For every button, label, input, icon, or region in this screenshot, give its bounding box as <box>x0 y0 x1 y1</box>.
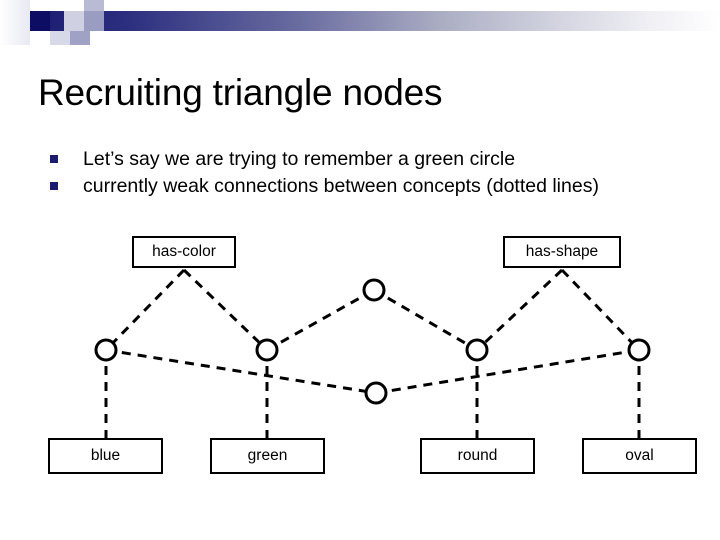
edge-hascolor-blue <box>104 268 186 352</box>
edge-hasshape-oval <box>560 268 641 352</box>
concept-box-round[interactable]: round <box>420 438 535 474</box>
box-label: round <box>457 447 498 464</box>
list-item-text: currently weak connections between conce… <box>83 175 599 197</box>
deco-square-mid <box>50 31 70 45</box>
gradient-bar <box>44 11 720 31</box>
list-item: Let’s say we are trying to remember a gr… <box>44 146 684 172</box>
deco-square-mid-b <box>70 31 90 45</box>
edge-hasshape-round <box>475 268 564 352</box>
box-label: has-shape <box>525 243 599 260</box>
box-label: oval <box>625 447 654 464</box>
bullet-square-icon <box>50 155 58 163</box>
box-label: green <box>247 447 288 464</box>
deco-square-pale-a <box>64 11 84 31</box>
circle-node-n-color-top[interactable] <box>362 278 386 302</box>
bullet-square-icon <box>50 182 58 190</box>
deco-square-navy <box>30 11 50 31</box>
circle-node-n-blue[interactable] <box>94 338 118 362</box>
circle-node-n-round[interactable] <box>465 338 489 362</box>
relation-box-has-shape[interactable]: has-shape <box>503 236 621 268</box>
concept-box-blue[interactable]: blue <box>48 438 163 474</box>
dashed-edges <box>104 268 641 438</box>
edge-center-oval <box>375 348 640 395</box>
concept-box-oval[interactable]: oval <box>582 438 697 474</box>
deco-square-pale-b <box>84 0 104 11</box>
deco-square-fade <box>0 0 30 45</box>
deco-square-pale-c <box>84 11 104 31</box>
edge-blue-center <box>105 348 377 395</box>
circle-node-n-green[interactable] <box>255 338 279 362</box>
edge-hascolor-green <box>182 268 269 352</box>
box-label: blue <box>90 447 121 464</box>
circle-node-n-oval[interactable] <box>627 338 651 362</box>
concept-box-green[interactable]: green <box>210 438 325 474</box>
bullet-list: Let’s say we are trying to remember a gr… <box>44 146 684 200</box>
circle-nodes <box>94 278 651 405</box>
header-decoration <box>0 0 720 46</box>
list-item-text: Let’s say we are trying to remember a gr… <box>83 148 516 170</box>
edge-green-colortop <box>266 288 375 352</box>
relation-box-has-color[interactable]: has-color <box>132 236 236 268</box>
list-item: currently weak connections between conce… <box>44 173 684 199</box>
edge-colortop-round <box>373 288 478 352</box>
page-title: Recruiting triangle nodes <box>38 72 443 113</box>
circle-node-n-center[interactable] <box>364 381 388 405</box>
box-label: has-color <box>152 243 216 260</box>
